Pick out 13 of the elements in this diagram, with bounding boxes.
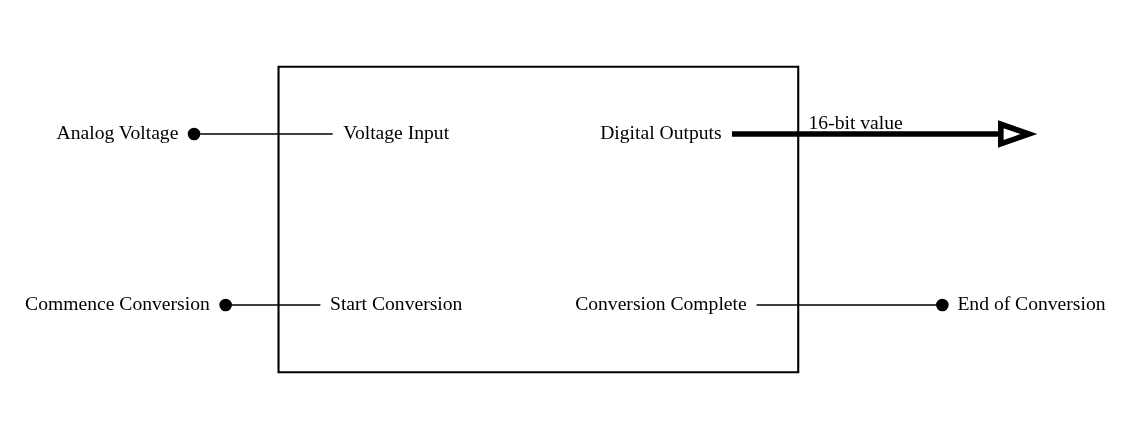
- node-text: Digital Outputs: [600, 122, 722, 144]
- node-text: Start Conversion: [330, 293, 463, 315]
- node-text: End of Conversion: [957, 293, 1106, 315]
- arrow: [731, 120, 1038, 148]
- connector: [755, 298, 949, 312]
- node-text: Voltage Input: [343, 122, 450, 144]
- edge-label: 16-bit value: [808, 111, 903, 133]
- node-text: Analog Voltage: [56, 122, 179, 144]
- cluster: [277, 65, 800, 374]
- node-text: Conversion Complete: [575, 293, 747, 315]
- node-text: Commence Conversion: [25, 293, 210, 315]
- connector: [187, 127, 334, 141]
- connector: [219, 298, 322, 312]
